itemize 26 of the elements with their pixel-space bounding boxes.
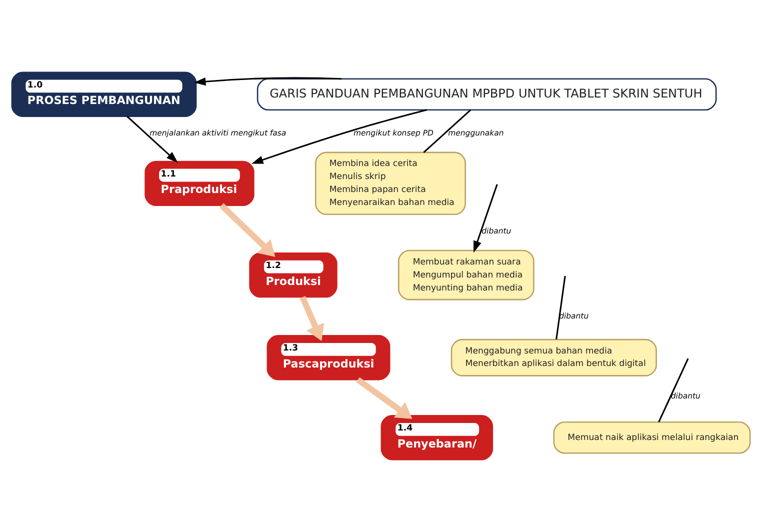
connector bbox=[423, 109, 471, 154]
edge-label: menggunakan bbox=[448, 128, 504, 138]
arrow bbox=[219, 203, 276, 257]
arrow bbox=[194, 77, 342, 86]
node-box: Memuat naik aplikasi melalui rangkaian bbox=[553, 422, 751, 454]
arrow bbox=[356, 377, 412, 419]
edge-label: dibantu bbox=[670, 392, 700, 401]
connector bbox=[658, 358, 689, 422]
arrow bbox=[126, 116, 178, 163]
connector bbox=[556, 276, 566, 340]
node-box: 1.1 Praproduksi bbox=[144, 160, 254, 206]
edge-label: menjalankan aktiviti mengikut fasa bbox=[150, 128, 286, 138]
node-box: Menggabung semua bahan media Menerbitkan aplikasi dalam bentuk digital bbox=[450, 338, 657, 376]
node-box: 1.0 PROSES PEMBANGUNAN bbox=[11, 72, 197, 117]
node-box: Membina idea cerita Menulis skrip Membina papan cerita Menyenaraikan bahan media bbox=[314, 152, 466, 216]
arrow bbox=[300, 296, 324, 341]
node-box: 1.4 Penyebaran/ bbox=[380, 415, 494, 460]
node-box: 1.3 Pascaproduksi bbox=[266, 335, 390, 380]
node-box: 1.2 Produksi bbox=[249, 252, 338, 298]
node-box: Membuat rakaman suara Mengumpul bahan media Menyunting bahan media bbox=[398, 250, 534, 300]
edge-label: mengikut konsep PD bbox=[353, 128, 434, 138]
edge-label: dibantu bbox=[482, 226, 512, 236]
arrow bbox=[251, 109, 428, 164]
arrow bbox=[474, 184, 498, 253]
node-box: GARIS PANDUAN PEMBANGUNAN MPBPD UNTUK TABLET SKRIN SENTUH bbox=[256, 78, 717, 110]
edge-label: dibantu bbox=[559, 312, 589, 321]
